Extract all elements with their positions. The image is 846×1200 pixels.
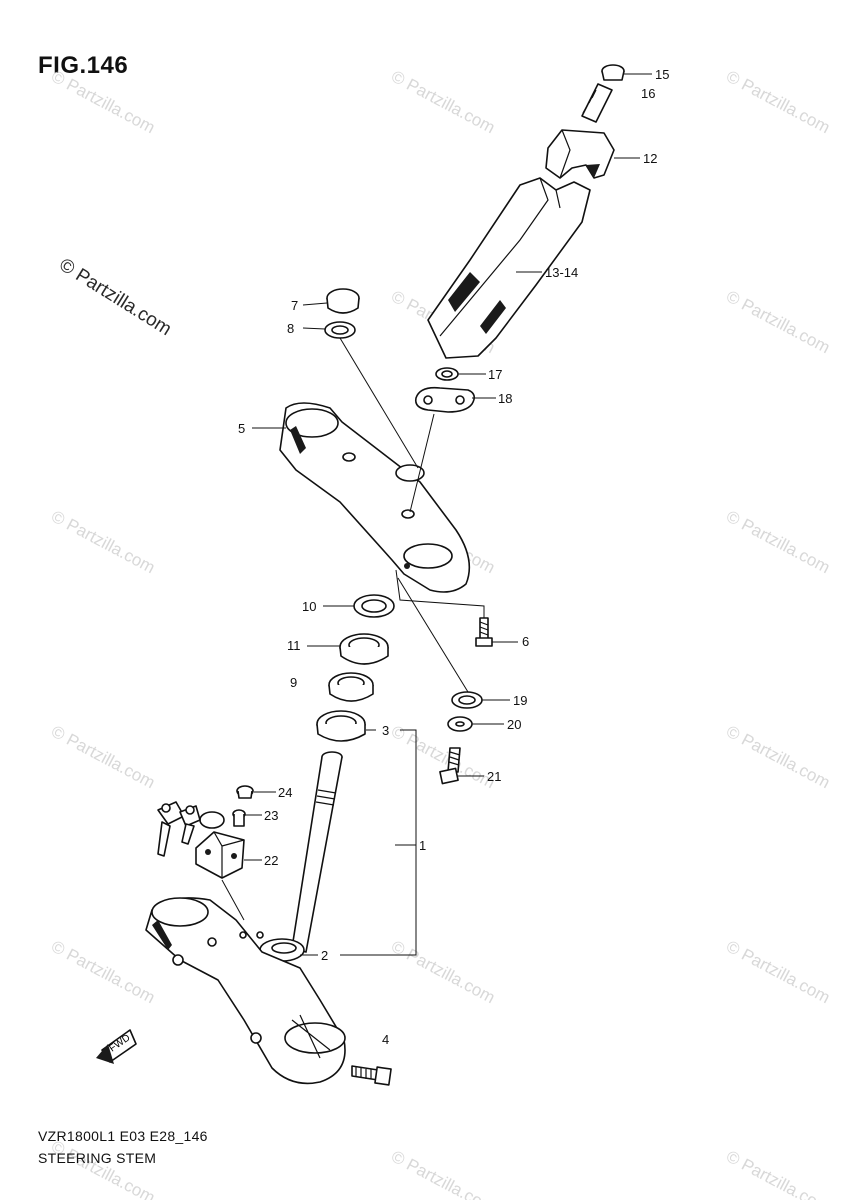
callout-1[interactable]: 1 xyxy=(419,838,426,853)
direction-arrow-icon: FWD xyxy=(96,1029,137,1064)
callout-20[interactable]: 20 xyxy=(507,717,521,732)
watermark: © Partzilla.com xyxy=(723,67,833,138)
callout-11[interactable]: 11 xyxy=(287,638,301,653)
watermark: © Partzilla.com xyxy=(723,287,833,358)
section-name: STEERING STEM xyxy=(38,1150,157,1166)
callout-19[interactable]: 19 xyxy=(513,693,527,708)
screw-23-24 xyxy=(232,785,254,827)
ignition-switch-22 xyxy=(157,801,245,879)
cap-7 xyxy=(326,288,360,314)
lower-bracket-2 xyxy=(145,897,346,1085)
bearing-9 xyxy=(328,672,374,702)
callout-15[interactable]: 15 xyxy=(655,67,669,82)
callout-16[interactable]: 16 xyxy=(641,86,655,101)
watermark: © Partzilla.com xyxy=(48,937,158,1008)
callout-2[interactable]: 2 xyxy=(321,948,328,963)
seal-10 xyxy=(353,594,395,618)
washer-19 xyxy=(451,691,483,709)
watermark: © Partzilla.com xyxy=(48,1137,158,1200)
callout-3[interactable]: 3 xyxy=(382,723,389,738)
upper-bracket-5 xyxy=(279,402,471,593)
watermark: © Partzilla.com xyxy=(723,1147,833,1200)
watermark-layer: © Partzilla.com © Partzilla.com © Partzi… xyxy=(48,67,833,1200)
bolt-6 xyxy=(475,617,493,647)
callout-21[interactable]: 21 xyxy=(487,769,501,784)
callout-13-14[interactable]: 13-14 xyxy=(545,265,578,280)
dust-seal-11 xyxy=(339,633,389,665)
washer-8 xyxy=(324,321,356,339)
callout-labels: 15 16 12 13-14 7 8 17 18 5 10 6 11 9 19 … xyxy=(238,67,669,1047)
callout-4[interactable]: 4 xyxy=(382,1032,389,1047)
bolt-21 xyxy=(439,747,461,785)
watermark: © Partzilla.com xyxy=(388,1147,498,1200)
callout-6[interactable]: 6 xyxy=(522,634,529,649)
callout-22[interactable]: 22 xyxy=(264,853,278,868)
handlebar-holder-12 xyxy=(545,129,615,179)
washer-20 xyxy=(447,716,473,732)
watermark: © Partzilla.com xyxy=(388,937,498,1008)
callout-5[interactable]: 5 xyxy=(238,421,245,436)
leader-lines xyxy=(221,73,652,956)
watermark: © Partzilla.com xyxy=(48,507,158,578)
callout-8[interactable]: 8 xyxy=(287,321,294,336)
figure-title: FIG.146 xyxy=(38,52,129,79)
watermark: © Partzilla.com xyxy=(48,722,158,793)
watermark: © Partzilla.com xyxy=(723,507,833,578)
callout-10[interactable]: 10 xyxy=(302,599,316,614)
washer-17 xyxy=(435,367,459,381)
watermark: © Partzilla.com xyxy=(723,937,833,1008)
watermark: © Partzilla.com xyxy=(723,722,833,793)
plate-18 xyxy=(414,386,476,413)
watermark-prominent: © Partzilla.com xyxy=(55,254,175,340)
bolt-cap-15-16 xyxy=(581,64,625,123)
callout-12[interactable]: 12 xyxy=(643,151,657,166)
watermark: © Partzilla.com xyxy=(388,67,498,138)
callout-9[interactable]: 9 xyxy=(290,675,297,690)
callout-7[interactable]: 7 xyxy=(291,298,298,313)
model-code: VZR1800L1 E03 E28_146 xyxy=(38,1128,208,1144)
callout-18[interactable]: 18 xyxy=(498,391,512,406)
callout-23[interactable]: 23 xyxy=(264,808,278,823)
bolt-4 xyxy=(351,1065,392,1086)
watermark: © Partzilla.com xyxy=(48,67,158,138)
bearing-race-3 xyxy=(316,710,366,742)
handlebar-13-14 xyxy=(427,177,591,359)
callout-17[interactable]: 17 xyxy=(488,367,502,382)
callout-24[interactable]: 24 xyxy=(278,785,292,800)
